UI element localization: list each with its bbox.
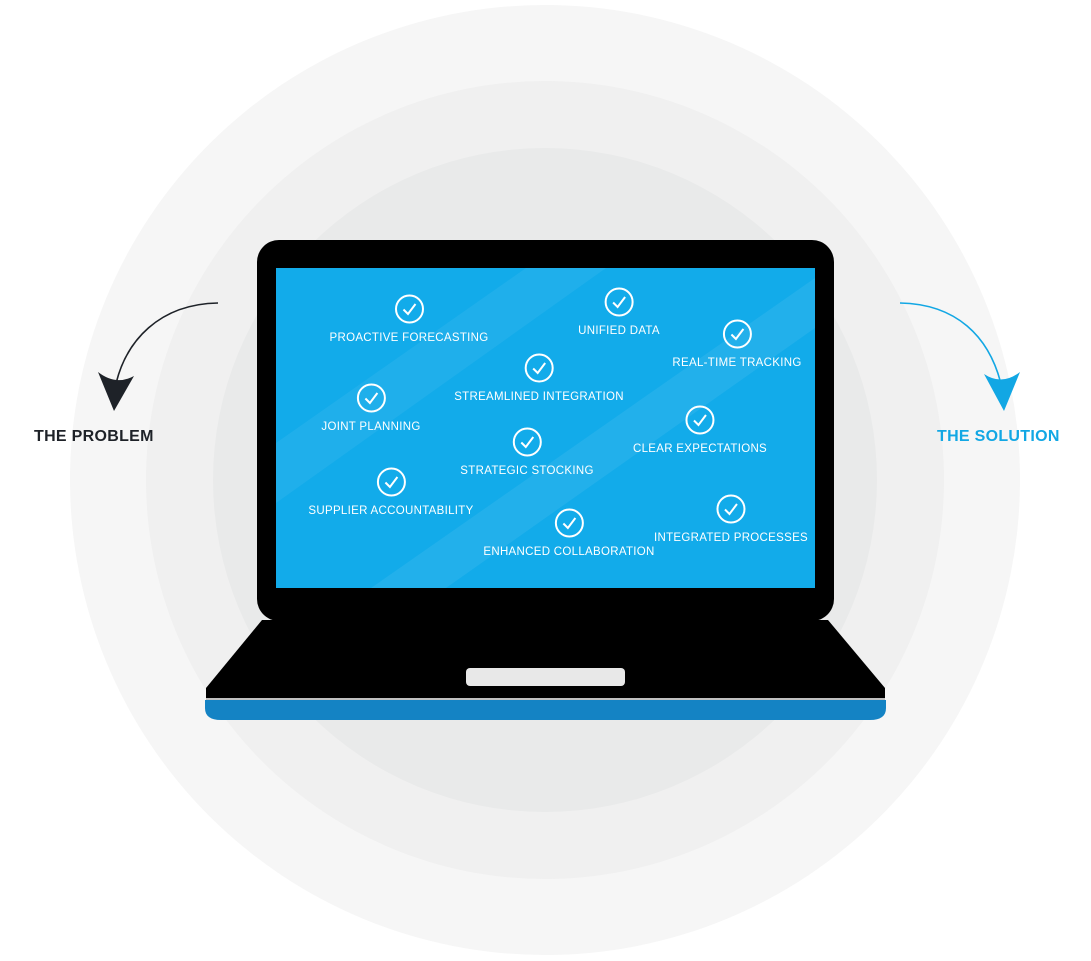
check-circle-icon (716, 494, 746, 524)
check-circle-icon (604, 287, 634, 317)
feature-supplier-accountability: SUPPLIER ACCOUNTABILITY (308, 467, 473, 517)
check-circle-icon (524, 353, 554, 383)
feature-label: STRATEGIC STOCKING (460, 465, 594, 477)
check-circle-icon (394, 294, 424, 324)
feature-label: CLEAR EXPECTATIONS (632, 443, 768, 455)
feature-label: REAL-TIME TRACKING (672, 357, 802, 369)
feature-label: INTEGRATED PROCESSES (653, 532, 809, 544)
feature-label: ENHANCED COLLABORATION (483, 546, 655, 558)
feature-enhanced-collaboration: ENHANCED COLLABORATION (483, 508, 654, 558)
feature-streamlined-integration: STREAMLINED INTEGRATION (454, 353, 624, 403)
laptop-screen (276, 268, 815, 588)
feature-proactive-forecasting: PROACTIVE FORECASTING (329, 294, 488, 344)
feature-label: UNIFIED DATA (578, 325, 660, 337)
check-circle-icon (512, 427, 542, 457)
trackpad (466, 668, 625, 686)
solution-arrow-icon (899, 302, 1020, 411)
check-circle-icon (685, 405, 715, 435)
feature-label: SUPPLIER ACCOUNTABILITY (308, 505, 474, 517)
laptop-deck (206, 620, 885, 700)
problem-label: THE PROBLEM (34, 428, 154, 445)
feature-unified-data: UNIFIED DATA (578, 287, 660, 337)
solution-label: THE SOLUTION (937, 428, 1060, 445)
check-circle-icon (376, 467, 406, 497)
feature-strategic-stocking: STRATEGIC STOCKING (460, 427, 593, 477)
laptop-base-rim (205, 700, 886, 720)
feature-joint-planning: JOINT PLANNING (321, 383, 420, 433)
check-circle-icon (554, 508, 584, 538)
check-circle-icon (356, 383, 386, 413)
problem-arrow-icon (98, 302, 219, 411)
feature-label: JOINT PLANNING (321, 421, 421, 433)
feature-clear-expectations: CLEAR EXPECTATIONS (633, 405, 767, 455)
screen-reflection (276, 268, 815, 588)
feature-label: STREAMLINED INTEGRATION (454, 391, 624, 403)
check-circle-icon (722, 319, 752, 349)
feature-label: PROACTIVE FORECASTING (329, 332, 489, 344)
feature-integrated-processes: INTEGRATED PROCESSES (654, 494, 808, 544)
feature-real-time-tracking: REAL-TIME TRACKING (672, 319, 801, 369)
